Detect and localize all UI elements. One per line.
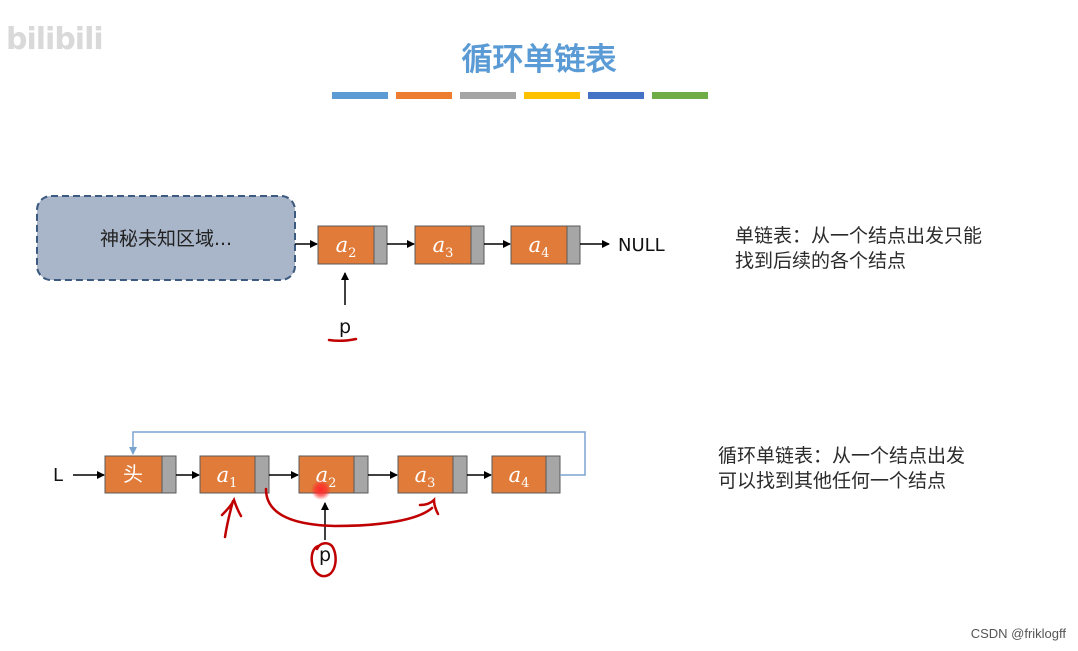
node-a2-list1: a2 (317, 225, 388, 265)
color-stripe-3 (460, 92, 516, 99)
svg-text:a4: a4 (529, 233, 550, 261)
color-stripe-6 (652, 92, 708, 99)
node-a2-list2: a2 (298, 455, 369, 494)
singly-list-description: 单链表：从一个结点出发只能 找到后续的各个结点 (735, 224, 982, 274)
handwritten-circle-around-p (310, 542, 337, 578)
svg-text:头: 头 (123, 462, 143, 486)
list-head-label-L: L (53, 465, 63, 486)
pointer-p-label-list1: p (339, 316, 351, 338)
circular-list-description-line-2: 可以找到其他任何一个结点 (718, 470, 947, 492)
bilibili-watermark: bilibili (6, 22, 104, 57)
csdn-credit: CSDN @friklogff (970, 626, 1066, 641)
laser-pointer-dot (311, 480, 331, 500)
page-title: 循环单链表 (461, 42, 617, 78)
head-node: 头 (104, 455, 177, 494)
color-stripe-4 (524, 92, 580, 99)
svg-text:a1: a1 (217, 463, 238, 491)
handwritten-up-arrow-a1 (220, 496, 243, 539)
null-label: NULL (618, 235, 665, 256)
node-a4-list2: a4 (491, 455, 561, 494)
circular-loop-arrow (129, 431, 586, 476)
color-stripe-5 (588, 92, 644, 99)
circular-list-description-line-1: 循环单链表：从一个结点出发 (718, 445, 966, 467)
handwritten-curve-arrow (264, 487, 440, 528)
handwritten-underline (327, 337, 358, 343)
svg-text:a2: a2 (336, 233, 357, 261)
svg-text:a3: a3 (433, 233, 454, 261)
node-a3-list1: a3 (414, 225, 485, 265)
unknown-region-label: 神秘未知区域... (100, 228, 232, 250)
svg-text:a4: a4 (509, 463, 530, 491)
singly-list-description-line-1: 单链表：从一个结点出发只能 (735, 225, 983, 247)
node-a3-list2: a3 (397, 455, 468, 494)
circular-list-description: 循环单链表：从一个结点出发 可以找到其他任何一个结点 (718, 444, 965, 494)
color-stripe-1 (332, 92, 388, 99)
pointer-p-label-list2: p (319, 544, 331, 566)
unknown-region-box (36, 195, 296, 281)
color-stripe-2 (396, 92, 452, 99)
node-a1-list2: a1 (199, 455, 270, 494)
svg-text:a3: a3 (415, 463, 436, 491)
node-a4-list1: a4 (510, 225, 581, 265)
singly-list-description-line-2: 找到后续的各个结点 (735, 250, 907, 272)
